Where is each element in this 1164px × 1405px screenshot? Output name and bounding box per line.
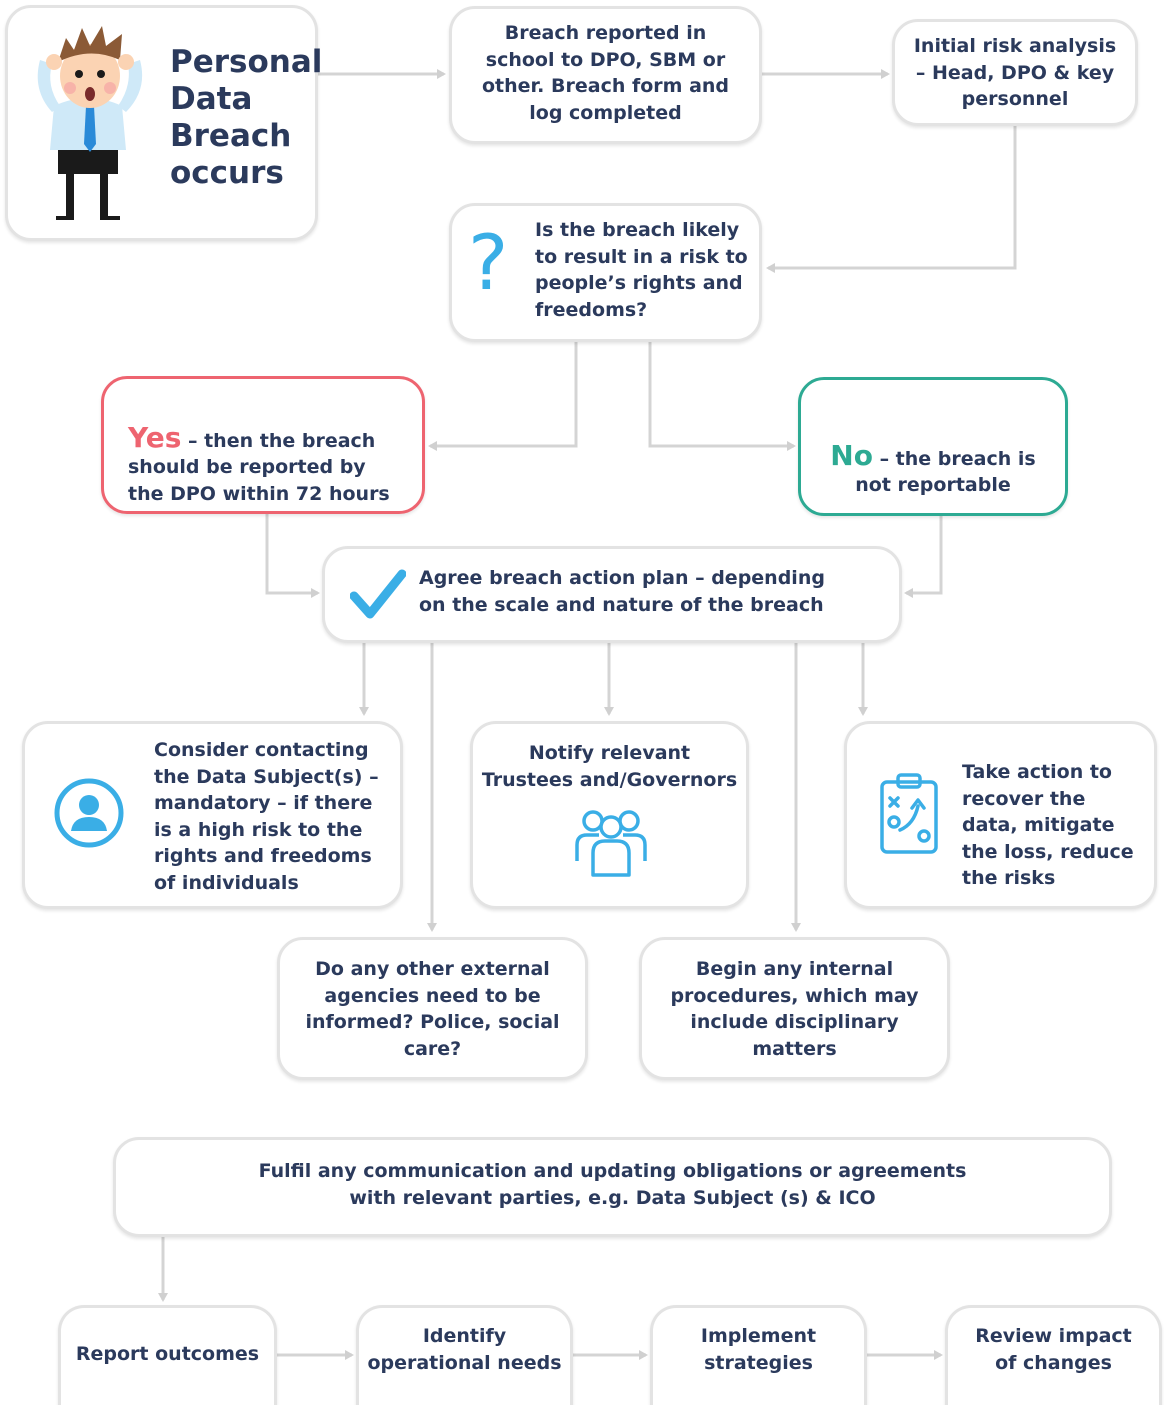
review-impact-text: Review impact of changes <box>975 1325 1132 1374</box>
breach-reported-box <box>449 6 762 144</box>
question-box <box>449 203 762 342</box>
take-action-text: Take action to recover the data, mitigat… <box>962 761 1134 889</box>
notify-trustees-text: Notify relevant Trustees and/Governors <box>481 742 738 791</box>
question-text: Is the breach likely to result in a risk… <box>535 219 748 321</box>
fulfil-obligations-text: Fulfil any communication and updating ob… <box>258 1160 967 1209</box>
arrow-no-to-plan <box>904 516 943 598</box>
report-outcomes-text: Report outcomes <box>75 1343 260 1365</box>
internal-procedures-box <box>639 937 950 1080</box>
implement-strategies-box <box>650 1305 867 1405</box>
checkmark-icon <box>350 569 406 619</box>
implement-strategies-text: Implement strategies <box>700 1325 817 1374</box>
risk-analysis-box <box>892 19 1138 126</box>
question-mark-icon: ? <box>468 218 509 307</box>
identify-needs-text: Identify operational needs <box>367 1325 562 1374</box>
notify-trustees-box <box>470 721 749 909</box>
take-action-box <box>844 721 1157 909</box>
no-text: No – the breach is not reportable <box>798 416 1068 499</box>
breach-reported-text: Breach reported in school to DPO, SBM or… <box>481 22 730 124</box>
no-description: – the breach is not reportable <box>855 447 1036 497</box>
strategy-clipboard-icon <box>880 773 938 854</box>
arrow-question-to-yes <box>428 342 578 451</box>
arrow-risk-to-question <box>766 126 1017 273</box>
identify-needs-box <box>356 1305 573 1405</box>
fulfil-obligations-box <box>113 1137 1112 1237</box>
arrow-yes-to-plan <box>265 514 320 598</box>
internal-procedures-text: Begin any internal procedures, which may… <box>670 958 919 1060</box>
group-icon <box>575 810 647 877</box>
yes-box <box>101 376 425 514</box>
contact-subject-text: Consider contacting the Data Subject(s) … <box>154 739 379 894</box>
yes-label: Yes <box>128 420 182 454</box>
no-box <box>798 377 1068 516</box>
contact-subject-box <box>22 721 403 909</box>
external-agencies-box <box>277 937 588 1080</box>
person-circle-icon <box>54 778 124 848</box>
review-impact-box <box>945 1305 1162 1405</box>
arrow-question-to-no <box>648 342 796 451</box>
no-label: No <box>830 438 873 472</box>
external-agencies-text: Do any other external agencies need to b… <box>305 958 560 1060</box>
start-title: Personal Data Breach occurs <box>170 44 323 191</box>
action-plan-text: Agree breach action plan – depending on … <box>419 567 825 616</box>
yes-description: – then the breach should be reported by … <box>128 429 390 505</box>
report-outcomes-box <box>58 1305 277 1405</box>
risk-analysis-text: Initial risk analysis – Head, DPO & key … <box>913 35 1117 110</box>
action-plan-box <box>322 546 902 643</box>
yes-text: Yes – then the breach should be reported… <box>128 398 418 507</box>
stressed-man-illustration <box>37 26 143 220</box>
